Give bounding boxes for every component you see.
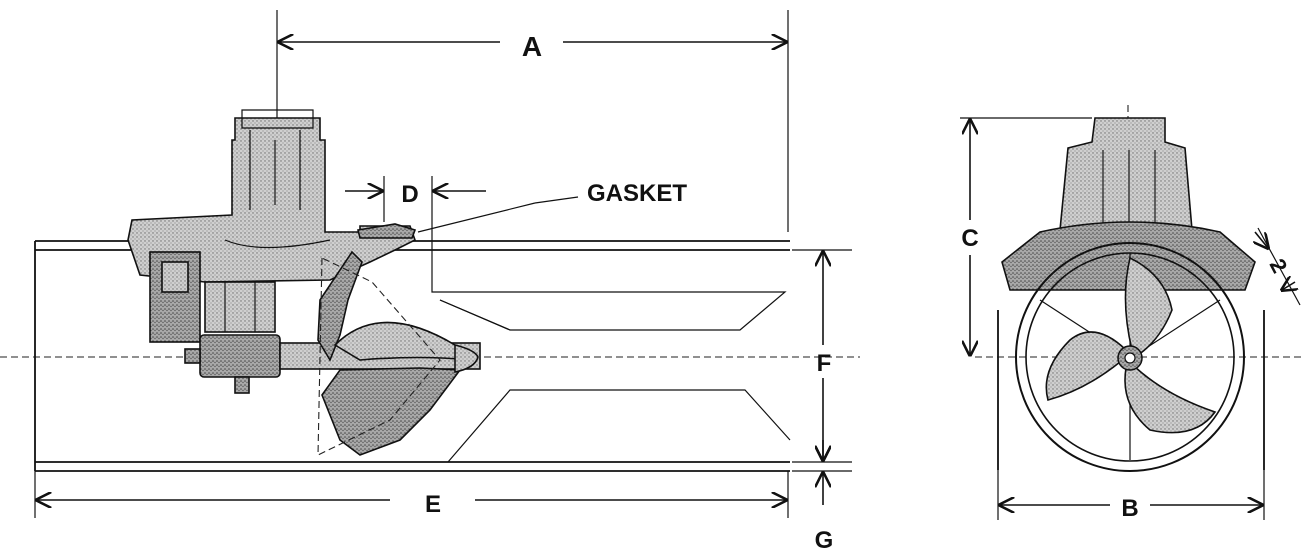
motor-housing xyxy=(127,109,416,343)
end-view xyxy=(960,105,1304,520)
label-f: F xyxy=(817,350,832,377)
side-view xyxy=(0,10,860,518)
label-d: D xyxy=(401,181,418,208)
gasket-leader xyxy=(417,202,536,233)
side-propeller xyxy=(317,250,479,456)
dimension-d xyxy=(345,176,486,240)
dimension-angle xyxy=(1255,227,1301,306)
label-g: G xyxy=(815,527,834,551)
end-propeller xyxy=(1045,256,1217,434)
dimension-e xyxy=(34,471,789,518)
dimension-c xyxy=(960,117,1092,355)
dimension-g xyxy=(792,440,852,505)
label-c: C xyxy=(961,225,978,252)
label-angle: 2 xyxy=(1265,254,1293,277)
gasket-plate xyxy=(357,196,579,239)
tunnel-interior xyxy=(431,240,791,463)
label-gasket: GASKET xyxy=(587,180,687,207)
label-b: B xyxy=(1121,495,1138,522)
label-e: E xyxy=(425,491,441,518)
label-a: A xyxy=(522,31,542,62)
dimension-b xyxy=(997,470,1265,520)
gear-housing xyxy=(204,281,276,333)
dimension-a xyxy=(276,10,789,232)
